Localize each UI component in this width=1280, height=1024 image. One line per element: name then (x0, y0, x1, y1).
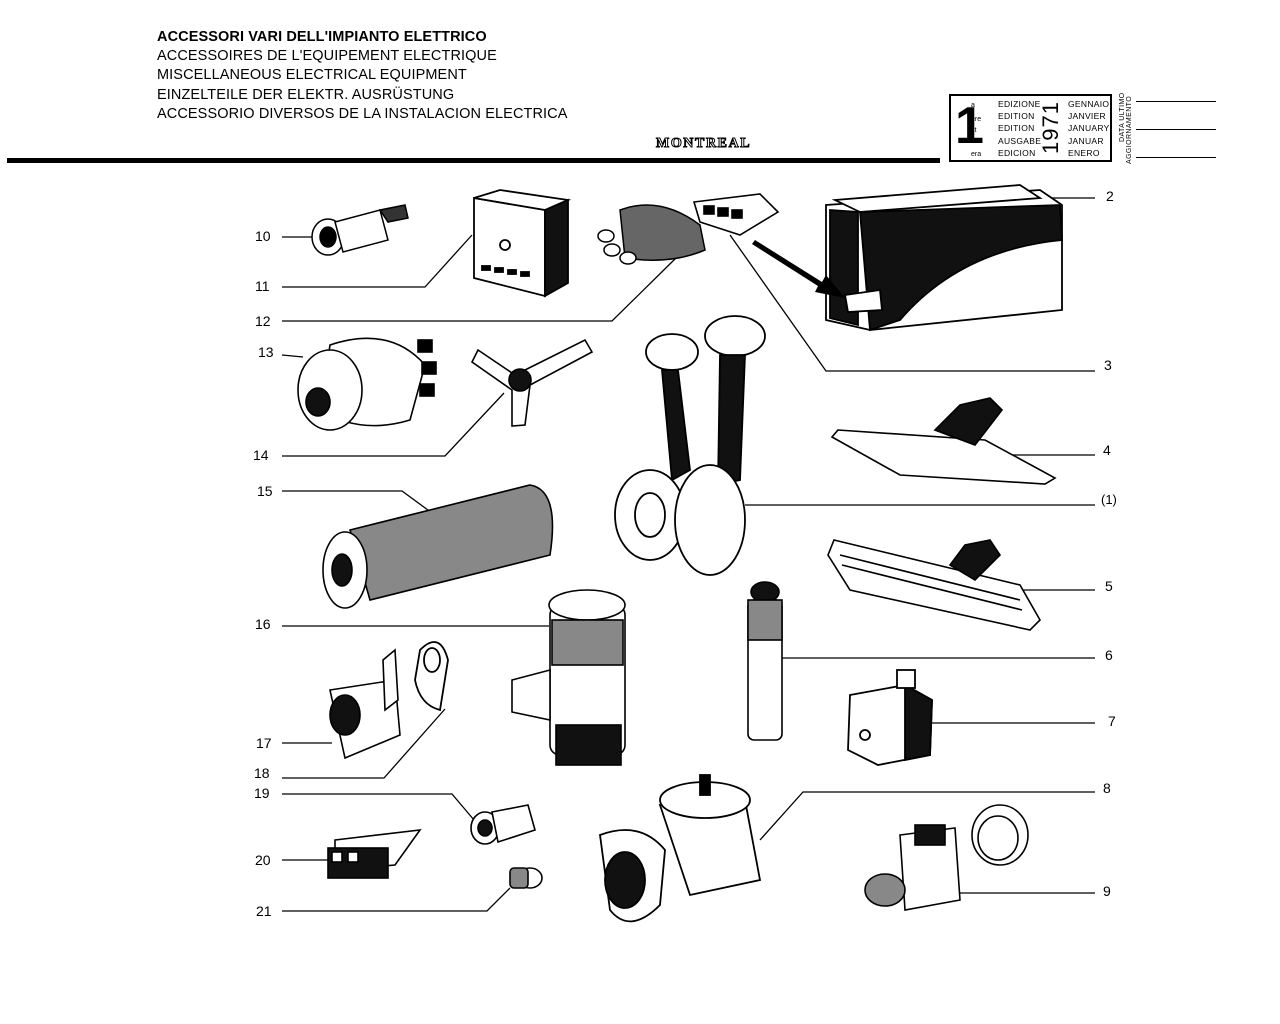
push-switch-icon (329, 648, 401, 760)
update-line (1136, 129, 1216, 130)
edition-month: JANUARY (1068, 123, 1110, 133)
edition-word: EDICION (998, 148, 1036, 158)
callout-label: 6 (1105, 647, 1113, 663)
connector-boot-icon (597, 204, 706, 265)
horn-icon (599, 774, 762, 923)
brand-wordmark: MONTREAL (655, 136, 752, 152)
callout-label: 9 (1103, 883, 1111, 899)
three-way-connector-icon (470, 338, 594, 427)
title-english: MISCELLANEOUS ELECTRICAL EQUIPMENT (157, 67, 467, 84)
callout-label: 17 (256, 735, 272, 751)
lighter-socket-icon (747, 581, 783, 741)
title-block: ACCESSORI VARI DELL'IMPIANTO ELETTRICO A… (157, 28, 568, 124)
update-line (1136, 157, 1216, 158)
edition-word: EDITION (998, 123, 1035, 133)
twin-horns-icon (614, 315, 766, 576)
callout-label: 2 (1106, 188, 1114, 204)
header-rule (7, 158, 940, 163)
edition-month: JANVIER (1068, 111, 1106, 121)
small-lamp-icon (470, 804, 536, 845)
callout-label: 18 (254, 765, 270, 781)
flasher-unit-icon (473, 189, 572, 298)
bulb-icon (509, 867, 543, 889)
callout-label: 10 (255, 228, 271, 244)
edition-word: EDIZIONE (998, 99, 1041, 109)
ignition-switch-icon (297, 337, 437, 431)
callout-label: 7 (1108, 713, 1116, 729)
callout-label: 4 (1103, 442, 1111, 458)
callout-label: 14 (253, 447, 269, 463)
edition-suffix: st (971, 127, 977, 134)
callout-label: 19 (254, 785, 270, 801)
edition-month: GENNAIO (1068, 99, 1110, 109)
edition-suffix: . (971, 138, 973, 145)
callout-label: 5 (1105, 578, 1113, 594)
callout-label: 13 (258, 344, 274, 360)
callout-label: 21 (256, 903, 272, 919)
arrow-icon (752, 240, 845, 298)
cigar-lighter-icon (322, 484, 554, 609)
callout-label: 8 (1103, 780, 1111, 796)
edition-suffix: era (971, 151, 982, 158)
callout-label: 12 (255, 313, 271, 329)
edition-month: ENERO (1068, 148, 1100, 158)
title-french: ACCESSOIRES DE L'EQUIPEMENT ELECTRIQUE (157, 48, 497, 65)
switch-block-icon (327, 828, 422, 879)
callout-label: (1) (1101, 492, 1117, 507)
courtesy-lamp-icon (827, 539, 1041, 631)
edition-suffix: a (971, 102, 975, 109)
fuse-connector-icon (692, 193, 780, 236)
edition-box (949, 94, 1112, 162)
edition-number: 1 (955, 97, 984, 155)
edition-word: EDITION (998, 111, 1035, 121)
callout-label: 11 (255, 278, 270, 294)
title-german: EINZELTEILE DER ELEKTR. AUSRÜSTUNG (157, 86, 455, 103)
callout-label: 15 (257, 483, 273, 499)
callout-label: 3 (1104, 357, 1112, 373)
update-line (1136, 101, 1216, 102)
title-spanish: ACCESSORIO DIVERSOS DE LA INSTALACION EL… (157, 105, 568, 122)
title-italian: ACCESSORI VARI DELL'IMPIANTO ELETTRICO (157, 29, 487, 45)
small-relay-icon (847, 669, 933, 766)
bracket-icon (414, 641, 449, 712)
callout-label: 20 (255, 852, 271, 868)
lamp-bracket-icon (830, 397, 1057, 485)
callout-label: 16 (255, 616, 271, 632)
thermostat-icon (864, 804, 1029, 911)
canister-relay-icon (511, 589, 626, 766)
lamp-holder-icon (311, 204, 409, 256)
edition-month: JANUAR (1068, 136, 1104, 146)
edition-suffix: ere (971, 116, 982, 123)
edition-word: AUSGABE (998, 136, 1042, 146)
fuse-box-icon (825, 184, 1063, 332)
